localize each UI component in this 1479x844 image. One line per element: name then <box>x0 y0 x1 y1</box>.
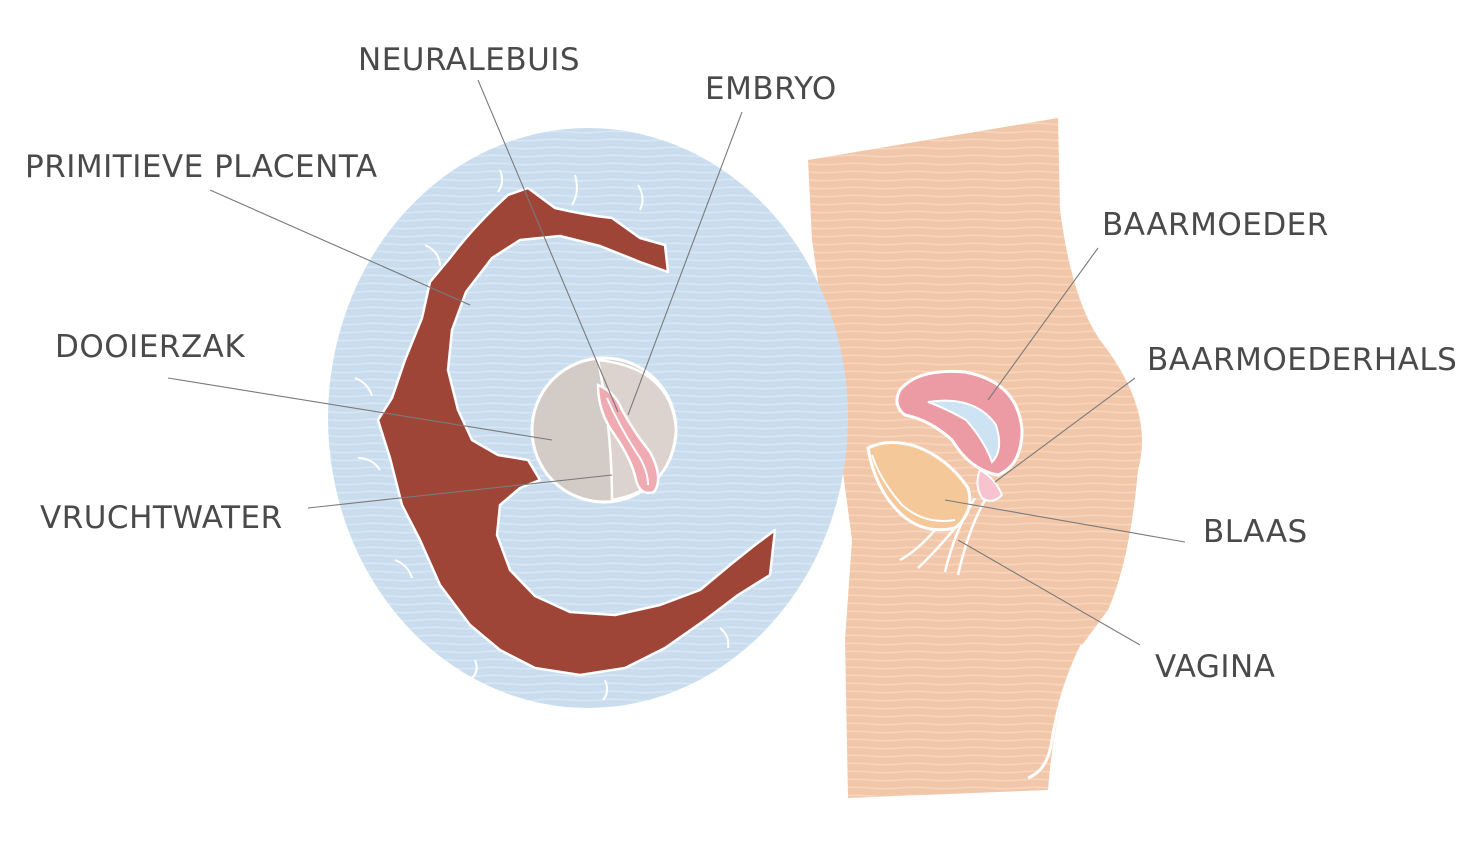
cervix-shape <box>976 468 1004 502</box>
label-embryo: EMBRYO <box>705 71 837 107</box>
label-baarmoederhals: BAARMOEDERHALS <box>1147 342 1457 378</box>
label-baarmoeder: BAARMOEDER <box>1102 207 1329 243</box>
neural-tube-line <box>606 397 649 486</box>
uterine-cavity <box>927 399 1001 464</box>
label-dooierzak: DOOIERZAK <box>55 329 245 365</box>
vagina-lines <box>899 497 987 576</box>
body-inner-contour <box>1027 644 1084 780</box>
label-primitieve-placenta: PRIMITIEVE PLACENTA <box>25 149 378 185</box>
leader-lines <box>167 79 1186 646</box>
bladder-fold <box>871 454 956 522</box>
label-vagina: VAGINA <box>1155 649 1275 685</box>
label-blaas: BLAAS <box>1203 514 1308 550</box>
placenta-tendrils <box>354 169 730 701</box>
primitive-placenta-shape <box>376 186 777 677</box>
label-vruchtwater: VRUCHTWATER <box>40 500 283 536</box>
label-neuralebuis: NEURALEBUIS <box>358 42 580 78</box>
